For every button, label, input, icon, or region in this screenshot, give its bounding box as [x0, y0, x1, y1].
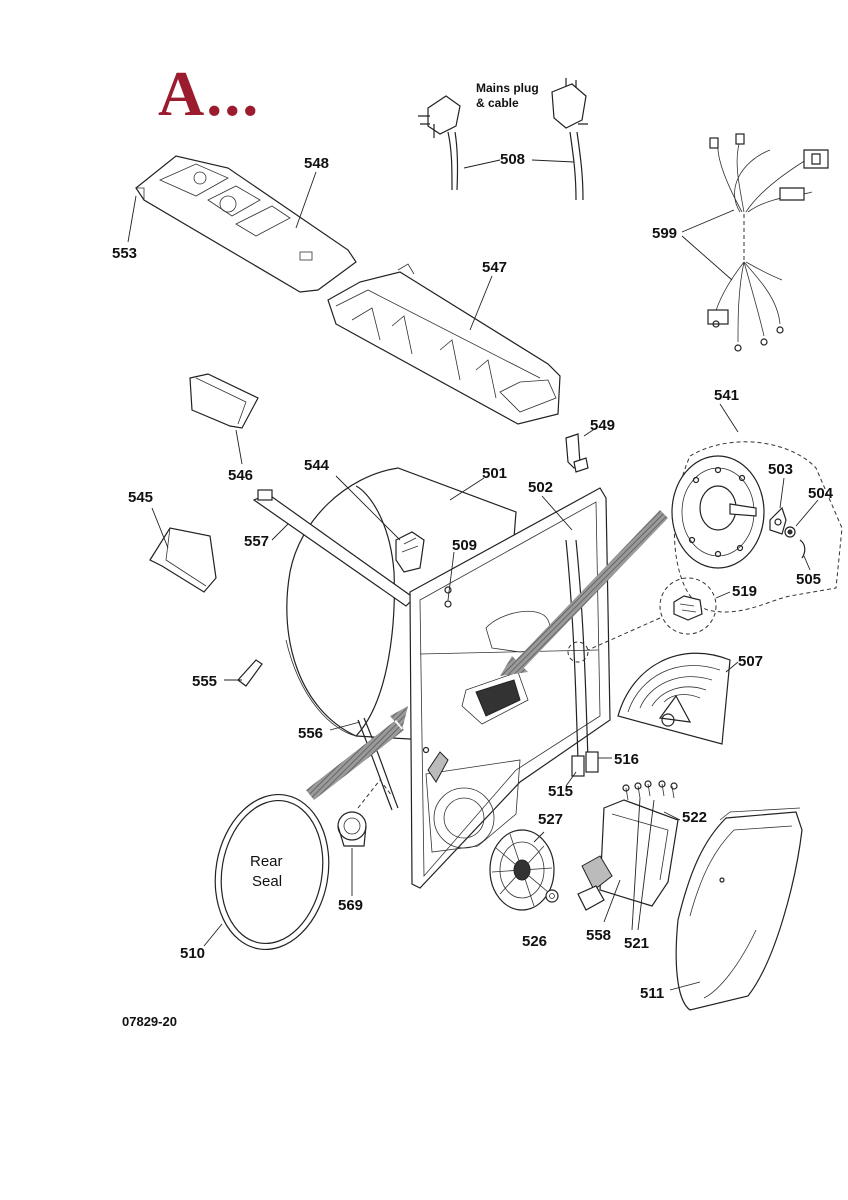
part-label-515: 515 — [548, 783, 573, 800]
sensor-519-part — [567, 577, 731, 663]
fastener-509-part — [444, 586, 452, 594]
tube-555-part — [224, 659, 263, 687]
brand-text: A... — [158, 58, 261, 129]
duct-cover-part — [669, 807, 803, 1011]
part-label-504: 504 — [808, 485, 834, 502]
part-label-522: 522 — [682, 809, 707, 826]
drum-belt-part — [329, 717, 399, 811]
part-label-508: 508 — [500, 151, 525, 168]
knob-545-part — [149, 507, 217, 593]
diagram-code: 07829-20 — [122, 1014, 177, 1029]
part-label-557: 557 — [244, 533, 269, 550]
knob-546-part — [189, 373, 259, 465]
part-label-541: 541 — [714, 387, 739, 404]
part-label-555: 555 — [192, 673, 217, 690]
rear-bearing-assembly-part — [671, 403, 843, 613]
front-panel-part — [409, 487, 611, 889]
fan-guard-507-part — [617, 652, 739, 745]
control-panel-part — [127, 155, 357, 293]
part-label-526: 526 — [522, 933, 547, 950]
mains-plug-label-line2: & cable — [476, 96, 519, 110]
part-label-556: 556 — [298, 725, 323, 742]
part-label-509: 509 — [452, 537, 477, 554]
part-label-510: 510 — [180, 945, 205, 962]
bracket-549-part — [565, 427, 597, 473]
part-label-519: 519 — [732, 583, 757, 600]
part-label-549: 549 — [590, 417, 615, 434]
part-label-544: 544 — [304, 457, 330, 474]
part-label-545: 545 — [128, 489, 153, 506]
control-housing-part — [327, 263, 561, 425]
part-label-511: 511 — [640, 985, 664, 1002]
part-label-547: 547 — [482, 259, 507, 276]
part-label-505: 505 — [796, 571, 821, 588]
part-label-507: 507 — [738, 653, 763, 670]
part-label-521: 521 — [624, 935, 649, 952]
duct-hoses-part — [565, 539, 612, 787]
wiring-harness-part — [681, 133, 829, 352]
nut-526-part — [545, 889, 559, 903]
part-label-502: 502 — [528, 479, 553, 496]
part-label-553: 553 — [112, 245, 137, 262]
brand-logo: A... — [158, 62, 260, 126]
mains-plug-label-line1: Mains plug — [476, 81, 539, 95]
part-label-516: 516 — [614, 751, 639, 768]
mains-plug-cable-part — [418, 78, 588, 201]
part-label-599: 599 — [652, 225, 677, 242]
part-label-503: 503 — [768, 461, 793, 478]
rear-seal-label-line1: Rear — [250, 853, 283, 870]
rear-seal-part — [203, 793, 330, 951]
part-label-558: 558 — [586, 927, 611, 944]
door-switch-part — [335, 475, 425, 573]
part-label-501: 501 — [482, 465, 507, 482]
part-label-548: 548 — [304, 155, 329, 172]
heater-housing-part — [577, 780, 681, 931]
fan-impeller-part — [489, 829, 555, 911]
part-label-527: 527 — [538, 811, 563, 828]
assembly-arrows — [306, 510, 668, 809]
idler-pulley-part — [337, 811, 367, 896]
rear-seal-label-line2: Seal — [252, 873, 282, 890]
part-label-546: 546 — [228, 467, 253, 484]
part-label-569: 569 — [338, 897, 363, 914]
